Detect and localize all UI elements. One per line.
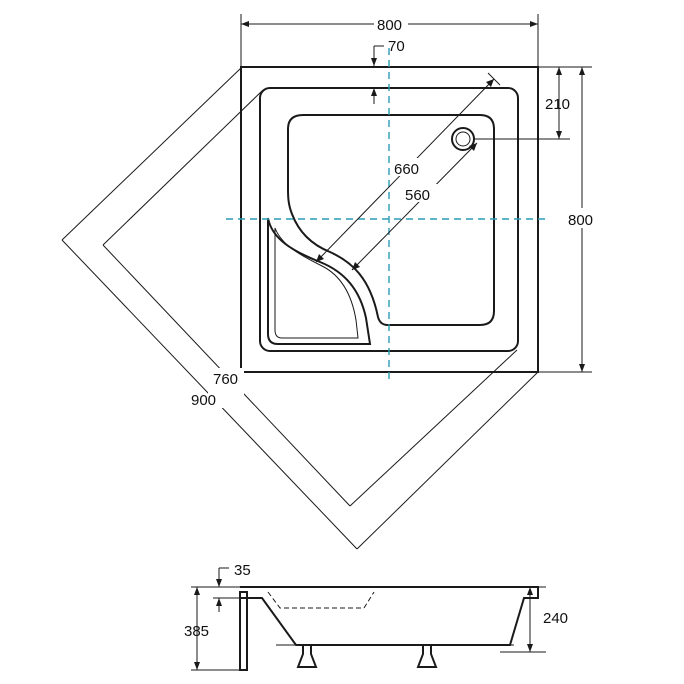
foot-left — [296, 645, 318, 668]
dim-label-35: 35 — [234, 562, 251, 579]
dim-arrow — [316, 254, 324, 262]
front-panel — [239, 591, 248, 671]
drain-inner — [455, 131, 471, 147]
dim-label-560: 560 — [405, 187, 430, 204]
dim-arrow — [469, 143, 477, 151]
side-basin-dashed — [267, 591, 375, 609]
dim-arrow — [486, 79, 494, 87]
dim-label-660: 660 — [394, 161, 419, 178]
dim-760-upper-edge — [102, 89, 264, 246]
dim-560-line — [351, 142, 478, 271]
side-rim — [240, 586, 539, 646]
dim-arrow — [530, 21, 538, 27]
dim-label-900: 900 — [191, 392, 216, 409]
dim-arrow — [194, 662, 200, 670]
dim-arrow — [194, 587, 200, 595]
side-view: 35 385 240 — [184, 562, 568, 671]
basin-outline — [287, 114, 495, 326]
dim-arrow — [371, 58, 377, 66]
dim-arrow — [556, 131, 562, 139]
dim-760-ext — [349, 349, 518, 507]
seat-outline — [267, 217, 372, 345]
dim-900-upper-edge — [61, 67, 242, 241]
top-view: 800 70 210 800 660 560 — [61, 12, 600, 550]
dim-arrow — [241, 21, 249, 27]
dim-arrow — [527, 587, 533, 595]
dim-arrow — [579, 364, 585, 372]
dim-label-240: 240 — [543, 610, 568, 627]
dim-arrow — [579, 67, 585, 75]
seat-inner-line — [274, 227, 359, 339]
dim-arrow — [371, 88, 377, 96]
foot-right — [416, 645, 438, 668]
dim-arrow — [527, 644, 533, 652]
dim-arrow — [352, 262, 360, 270]
dim-arrow — [216, 579, 222, 587]
dim-label-70: 70 — [388, 38, 405, 55]
dim-label-800-right: 800 — [568, 212, 593, 229]
dim-900-ext — [356, 371, 539, 550]
dim-label-385: 385 — [184, 623, 209, 640]
dim-label-760: 760 — [213, 371, 238, 388]
dim-label-800-top: 800 — [377, 17, 402, 34]
dim-label-210: 210 — [545, 96, 570, 113]
dim-arrow — [556, 67, 562, 75]
